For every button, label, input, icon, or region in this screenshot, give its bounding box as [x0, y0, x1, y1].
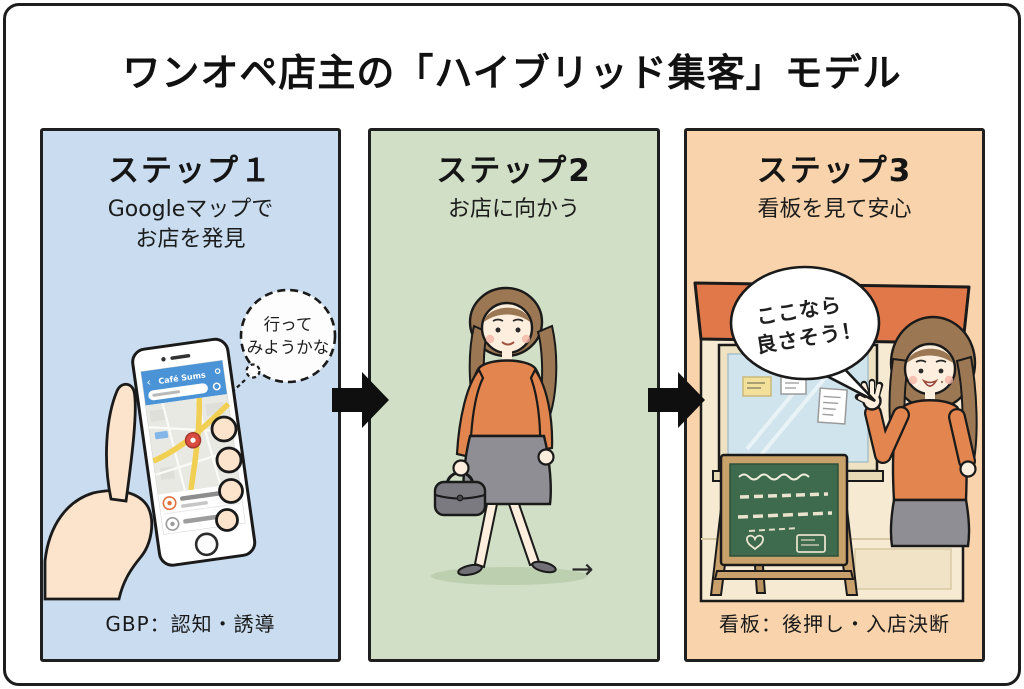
phone-map-illustration: 行って みようかな ‹ Café Sums — [43, 288, 337, 601]
step1-subtitle-line1: Googleマップで — [107, 197, 274, 222]
step3-subtitle: 看板を見て安心 — [687, 195, 982, 225]
search-icon — [212, 382, 221, 391]
step2-panel: ステップ2 お店に向かう — [368, 128, 660, 662]
thought-bubble: 行って みようかな — [230, 288, 337, 394]
step1-caption: GBP：認知・誘導 — [105, 612, 276, 636]
shoe — [457, 563, 483, 577]
walking-woman-illustration: → — [431, 286, 594, 585]
shoe — [531, 560, 557, 574]
walking-woman — [433, 286, 558, 577]
speech-bubble: ここなら 良さそう！ — [729, 265, 881, 403]
chalk-text — [739, 492, 829, 499]
flow-arrow-1-icon — [332, 372, 389, 428]
step2-subtitle-line1: お店に向かう — [447, 197, 580, 222]
thought-bubble-text-line2: みようかな — [247, 338, 330, 357]
flow-arrow-2-icon — [648, 372, 705, 428]
map-label — [154, 430, 169, 440]
posted-note — [742, 376, 772, 397]
step3-subtitle-line1: 看板を見て安心 — [757, 197, 912, 222]
hand — [959, 460, 977, 478]
chalk-doodle — [796, 534, 826, 553]
phone-speaker — [170, 354, 191, 360]
posted-paper — [817, 387, 848, 425]
step1-panel: ステップ１ Googleマップで お店を発見 行って みようかな ‹ Café … — [40, 128, 341, 662]
hand-fingers — [210, 415, 244, 532]
hand — [537, 448, 555, 466]
app-menu-icon — [214, 368, 221, 374]
walk-direction-arrow: → — [571, 554, 594, 585]
sandwich-board-sign — [709, 453, 859, 596]
phone-camera — [161, 357, 166, 362]
home-button — [194, 532, 219, 557]
chalk-squiggle — [738, 473, 810, 481]
chalk-heart-icon — [746, 534, 764, 551]
step3-panel: ステップ3 看板を見て安心 — [684, 128, 985, 662]
step2-label: ステップ2 — [436, 153, 592, 189]
step3-label: ステップ3 — [756, 153, 913, 189]
hand-palm — [43, 489, 154, 601]
diagram-title: ワンオペ店主の「ハイブリッド集客」モデル — [122, 51, 902, 95]
chalk-text — [737, 511, 833, 519]
step1-subtitle-line2: お店を発見 — [135, 227, 246, 252]
handbag — [433, 471, 487, 517]
storefront-illustration: ここなら 良さそう！ — [693, 265, 978, 603]
ground-shadow — [431, 567, 587, 585]
step3-caption: 看板：後押し・入店決断 — [719, 612, 950, 636]
skirt — [889, 498, 971, 548]
step1-subtitle: Googleマップで お店を発見 — [43, 195, 338, 255]
hand — [452, 459, 470, 477]
thought-bubble-text-line1: 行って — [264, 315, 313, 334]
back-chevron-icon: ‹ — [146, 376, 152, 389]
step2-subtitle: お店に向かう — [371, 195, 657, 225]
hand-thumb — [105, 382, 137, 503]
step1-label: ステップ１ — [108, 153, 273, 189]
